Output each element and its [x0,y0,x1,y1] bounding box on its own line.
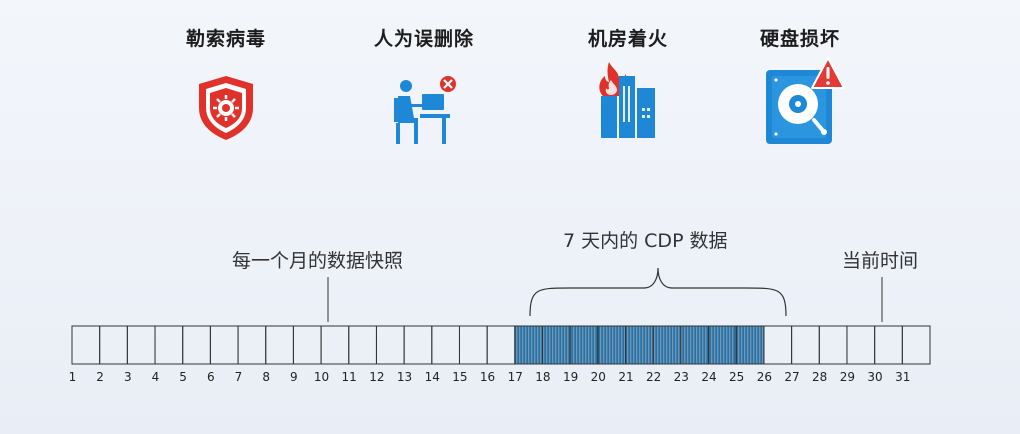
day-label-8: 8 [262,370,270,384]
day-label-27: 27 [784,370,800,384]
timeline-cell-7 [237,325,267,365]
monthly-snapshot-label: 每一个月的数据快照 [232,250,404,272]
burning-building-icon [599,62,655,138]
cdp-brace [529,267,787,317]
ransomware-shield-icon [199,76,253,140]
day-label-1: 1 [68,370,77,384]
timeline-cell-3 [126,325,156,365]
day-label-2: 2 [96,370,104,384]
current-time-label: 当前时间 [842,250,919,272]
day-label-23: 23 [673,370,689,384]
timeline-cell-2 [99,325,128,365]
day-label-9: 9 [290,370,298,384]
timeline-cell-31 [901,325,931,365]
day-label-25: 25 [729,370,745,384]
threat-title: 机房着火 [587,28,668,50]
day-label-17: 17 [507,370,523,384]
day-label-28: 28 [812,370,828,384]
day-label-24: 24 [701,370,717,384]
threat-disk-failure: 硬盘损坏 [730,24,870,148]
day-label-12: 12 [369,370,385,384]
timeline-cell-14 [431,325,460,365]
threat-ransomware: 勒索病毒 [156,24,296,142]
day-label-18: 18 [535,370,551,384]
timeline-cell-1 [71,325,101,365]
timeline-cell-13 [403,325,433,365]
day-label-20: 20 [590,370,606,384]
day-label-21: 21 [618,370,634,384]
day-label-3: 3 [123,370,132,384]
threat-accidental-delete: 人为误删除 [354,24,494,148]
day-label-26: 26 [756,370,772,384]
timeline-cell-11 [348,325,377,365]
timeline-cell-26 [763,325,793,365]
cdp-range-fill [514,326,764,364]
day-label-11: 11 [341,370,357,384]
day-label-5: 5 [179,370,187,384]
day-label-10: 10 [313,370,330,384]
day-label-22: 22 [645,370,662,384]
timeline-cell-30 [874,325,903,365]
day-label-31: 31 [895,370,911,384]
day-label-15: 15 [452,370,468,384]
day-label-19: 19 [562,370,579,384]
day-label-29: 29 [839,370,856,384]
threat-title: 人为误删除 [373,28,474,50]
timeline-cell-27 [791,325,820,365]
timeline-cell-29 [846,325,876,365]
timeline-cell-8 [265,325,294,365]
person-computer-error-icon [394,76,456,144]
threat-fire: 机房着火 [558,24,698,140]
day-label-4: 4 [151,370,160,384]
timeline-cell-10 [320,325,350,365]
day-label-16: 16 [479,370,496,384]
day-label-30: 30 [867,370,883,384]
threat-title: 勒索病毒 [185,28,266,50]
day-label-6: 6 [206,370,215,384]
day-label-13: 13 [396,370,413,384]
timeline-cell-12 [375,325,405,365]
timeline-cell-16 [486,325,516,365]
timeline-cell-6 [209,325,239,365]
day-label-7: 7 [234,370,243,384]
threat-title: 硬盘损坏 [759,28,840,50]
timeline-cell-15 [458,325,488,365]
broken-harddisk-icon [766,57,845,144]
timeline-cell-9 [292,325,322,365]
timeline-cell-4 [154,325,184,365]
timeline-cell-28 [818,325,848,365]
timeline-cell-5 [182,325,211,365]
cdp-data-label: 7 天内的 CDP 数据 [563,230,728,252]
day-label-14: 14 [424,370,440,384]
